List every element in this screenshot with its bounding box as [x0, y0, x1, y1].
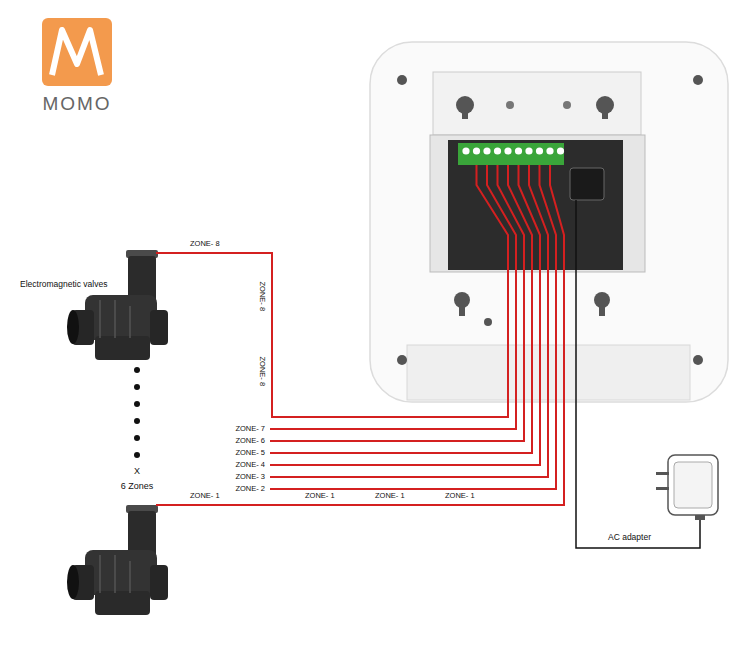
wire-label: ZONE- 1 [445, 492, 475, 501]
wire-label: ZONE- 2 [235, 485, 265, 494]
wire-label: ZONE- 3 [235, 473, 265, 482]
zone-wires [156, 165, 564, 505]
power-jack [570, 168, 604, 200]
ellipsis-dots [134, 367, 140, 458]
wire-label: ZONE- 1 [375, 492, 405, 501]
wire-label: ZONE- 8 [258, 281, 267, 311]
part-name: Electromagnetic valves [20, 280, 107, 290]
logo-mark [52, 30, 101, 75]
multiplier-mark: X [134, 466, 140, 476]
ac-adapter [656, 455, 718, 520]
zone-count: 6 Zones [121, 481, 154, 491]
wire-label: ZONE- 1 [305, 492, 335, 501]
wire-label: ZONE- 8 [190, 240, 220, 249]
wire-label: ZONE- 7 [235, 425, 265, 434]
wire-label: ZONE- 8 [258, 356, 267, 386]
wire-label: ZONE- 5 [235, 449, 265, 458]
wire-label: ZONE- 1 [190, 492, 220, 501]
solenoid-valve [67, 250, 168, 360]
brand-name: MOMO [42, 93, 111, 115]
part-name: AC adapter [608, 533, 651, 543]
logo-badge [42, 18, 112, 86]
terminal-block [458, 143, 564, 165]
wire-label: ZONE- 6 [235, 437, 265, 446]
solenoid-valve [67, 505, 168, 615]
wire-label: ZONE- 4 [235, 461, 265, 470]
